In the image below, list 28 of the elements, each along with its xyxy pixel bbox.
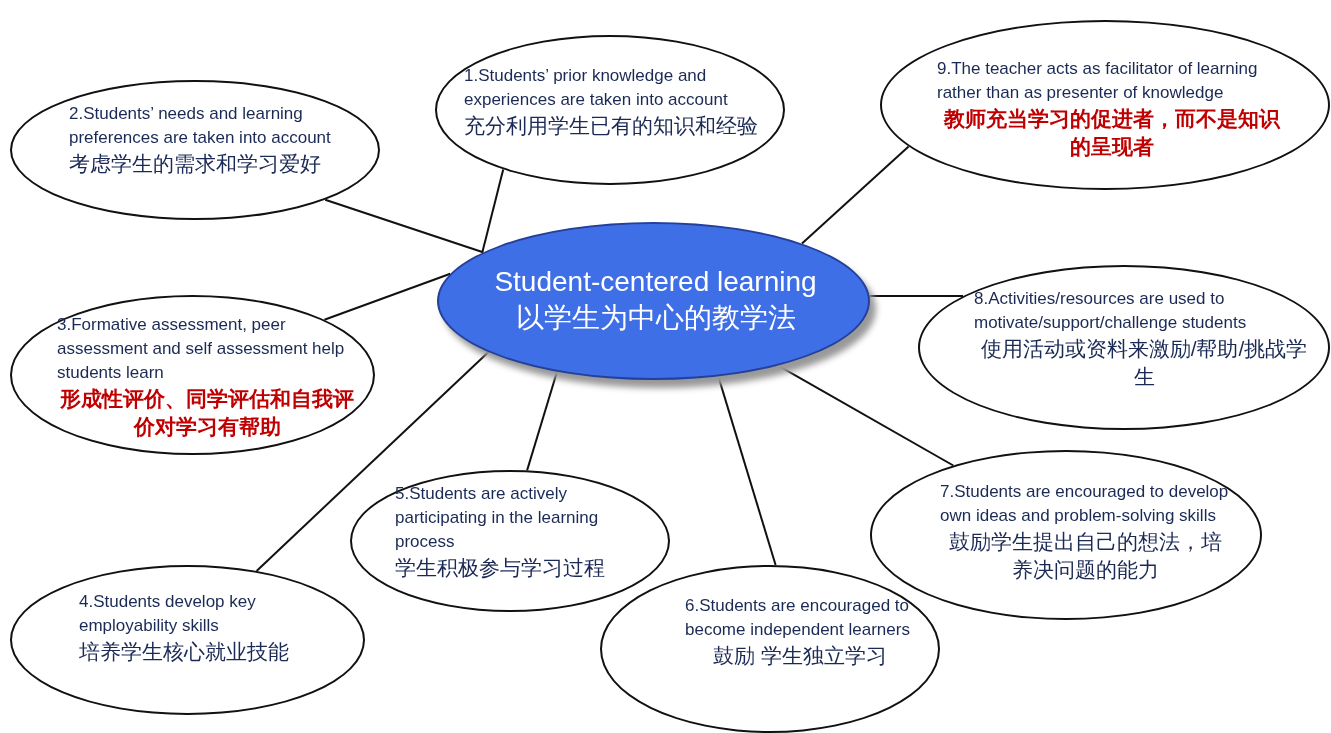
connector-line (801, 145, 910, 245)
english-text: 5.Students are actively participating in the learning process (395, 483, 600, 553)
connector-line (255, 351, 490, 572)
chinese-text: 使用活动或资料来激励/帮助/挑战学生 (979, 336, 1309, 390)
english-text: 7.Students are encouraged to develop own ideas and problem-solving skills (940, 481, 1230, 527)
chinese-text: 培养学生核心就业技能 (79, 639, 290, 665)
english-text: 9.The teacher acts as facilitator of learning rather than as presenter of knowledge (937, 58, 1259, 104)
english-text: 2.Students’ needs and learning preferences are taken into account (69, 103, 332, 149)
chinese-text: 鼓励 学生独立学习 (712, 643, 888, 669)
connector-line (526, 370, 558, 472)
english-text: 3.Formative assessment, peer assessment and self assessment help students learn (57, 314, 346, 384)
connector-line (868, 295, 965, 297)
chinese-text: 形成性评价、同学评估和自我评价对学习有帮助 (59, 386, 355, 440)
english-text: 6.Students are encouraged to become independent learners (685, 595, 911, 641)
chinese-text: 考虑学生的需求和学习爱好 (69, 151, 322, 177)
chinese-text: 充分利用学生已有的知识和经验 (464, 113, 759, 139)
english-text: 8.Activities/resources are used to motivate/support/challenge students (974, 288, 1248, 334)
english-text: 1.Students’ prior knowledge and experiences are taken into account (464, 65, 729, 111)
connector-line (777, 364, 955, 467)
connector-line (324, 198, 484, 254)
chinese-text: 鼓励学生提出自己的想法，培养决问题的能力 (947, 529, 1223, 583)
chinese-text: 学生积极参与学习过程 (395, 555, 606, 581)
connector-line (323, 272, 452, 321)
english-text: 4.Students develop key employability skills (79, 591, 257, 637)
connector-line (481, 168, 505, 254)
english-text: Student-centered learning (493, 265, 818, 299)
chinese-text: 以学生为中心的教学法 (514, 301, 797, 335)
chinese-text: 教师充当学习的促进者，而不是知识的呈现者 (942, 106, 1281, 160)
